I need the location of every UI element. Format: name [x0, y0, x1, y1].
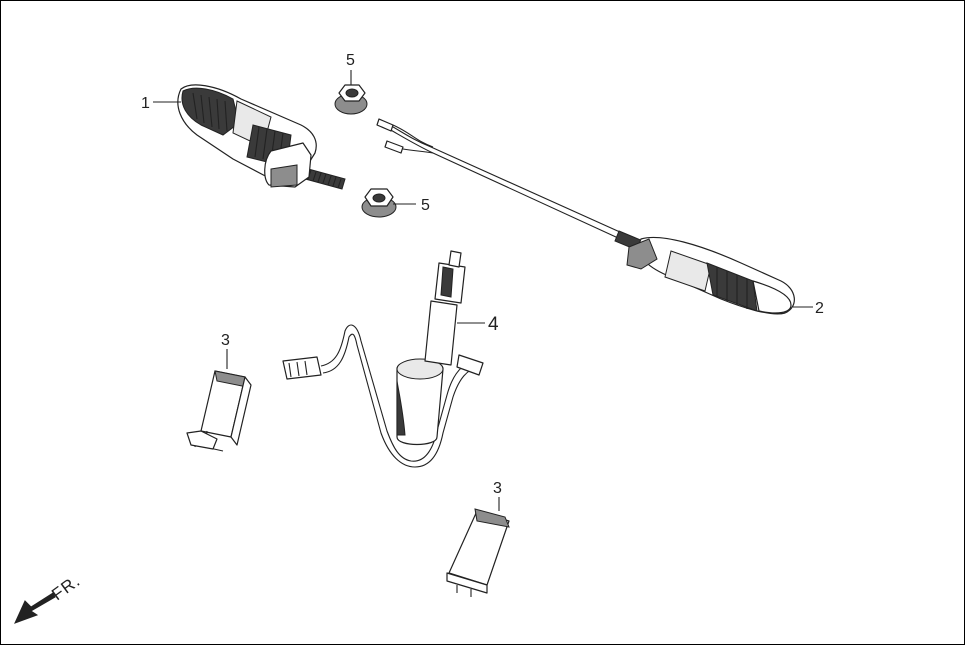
- callout-4: 4: [488, 314, 499, 335]
- front-direction-label: FR.: [48, 571, 84, 604]
- turn-signal-left: [177, 84, 346, 190]
- relay-harness-wire: [320, 324, 476, 462]
- callout-2: 2: [815, 300, 824, 317]
- callout-3-upper: 3: [221, 332, 230, 349]
- rubber-cover-lower: [446, 508, 510, 597]
- flange-nut-lower: [361, 188, 397, 218]
- relay-harness: [282, 250, 484, 468]
- callout-1: 1: [141, 95, 150, 112]
- turn-signal-right-wire: [385, 122, 632, 238]
- callout-3-lower: 3: [493, 480, 502, 497]
- flange-nut-upper: [334, 84, 368, 115]
- front-direction-indicator: FR.: [14, 571, 84, 624]
- rubber-cover-upper: [186, 370, 252, 452]
- callout-5-upper: 5: [346, 52, 355, 69]
- front-arrow-icon: [14, 592, 56, 624]
- turn-signal-right: [376, 118, 795, 315]
- callout-5-lower: 5: [421, 197, 430, 214]
